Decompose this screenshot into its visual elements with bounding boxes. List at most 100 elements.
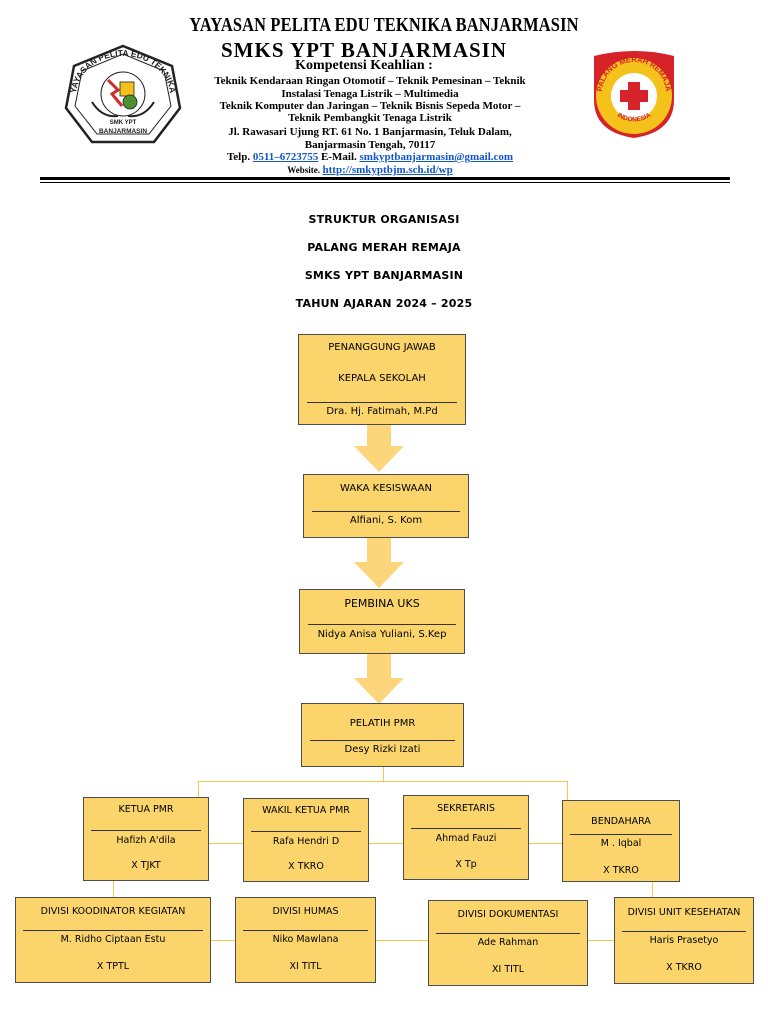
box-penanggung-jawab: PENANGGUNG JAWAB KEPALA SEKOLAH Dra. Hj.… — [298, 334, 466, 425]
waka-name: Alfiani, S. Kom — [349, 515, 423, 526]
sekretaris-name: Ahmad Fauzi — [435, 833, 497, 844]
arrow-down-1 — [354, 424, 404, 472]
penanggung-jawab-sublabel: KEPALA SEKOLAH — [338, 373, 426, 384]
penanggung-jawab-label: PENANGGUNG JAWAB — [328, 342, 436, 353]
competency-line-4: Teknik Pembangkit Tenaga Listrik — [288, 112, 452, 124]
sekretaris-rule — [411, 828, 521, 829]
div-kegiatan-name: M. Ridho Ciptaan Estu — [60, 934, 166, 945]
arrow-down-2 — [354, 538, 404, 588]
box-divisi-humas: DIVISI HUMAS Niko Mawlana XI TITL — [235, 897, 376, 983]
telp-link[interactable]: 0511–6723755 — [252, 151, 319, 163]
arrow-down-3 — [354, 654, 404, 704]
box-waka-kesiswaan: WAKA KESISWAAN Alfiani, S. Kom — [303, 474, 469, 538]
div-kegiatan-label: DIVISI KOODINATOR KEGIATAN — [40, 906, 186, 917]
penanggung-jawab-name: Dra. Hj. Fatimah, M.Pd — [326, 406, 438, 417]
box-ketua-pmr: KETUA PMR Hafizh A'dila X TJKT — [83, 797, 209, 881]
competency-line-3: Teknik Komputer dan Jaringan – Teknik Bi… — [219, 100, 521, 112]
div-humas-class: XI TITL — [289, 961, 322, 972]
foundation-name: YAYASAN PELITA EDU TEKNIKA BANJARMASIN — [189, 14, 579, 36]
bendahara-label: BENDAHARA — [591, 816, 651, 827]
connector-ketua-wakil — [208, 843, 244, 844]
connector-ketua-up — [198, 781, 199, 798]
div-kesehatan-name: Haris Prasetyo — [649, 935, 719, 946]
wakil-label: WAKIL KETUA PMR — [262, 805, 350, 816]
school-name: SMKS YPT BANJARMASIN — [220, 38, 508, 62]
div-kesehatan-label: DIVISI UNIT KESEHATAN — [627, 907, 741, 918]
competency-label: Kompetensi Keahlian : — [295, 58, 433, 73]
website-line: Website. http://smkyptbjm.sch.id/wp — [190, 164, 550, 177]
waka-label: WAKA KESISWAAN — [340, 483, 432, 494]
div-dokumentasi-rule — [436, 933, 580, 934]
website-link[interactable]: http://smkyptbjm.sch.id/wp — [322, 164, 453, 176]
div-dokumentasi-label: DIVISI DOKUMENTASI — [457, 909, 559, 920]
pelatih-rule — [310, 740, 455, 741]
box-bendahara: BENDAHARA M . Iqbal X TKRO — [562, 800, 680, 882]
div-kesehatan-rule — [622, 931, 746, 932]
ketua-name: Hafizh A'dila — [116, 835, 176, 846]
div-kesehatan-class: X TKRO — [666, 962, 702, 973]
penanggung-jawab-rule — [307, 402, 457, 403]
sekretaris-label: SEKRETARIS — [437, 803, 495, 814]
pelatih-name: Desy Rizki Izati — [344, 744, 421, 755]
box-wakil-ketua-pmr: WAKIL KETUA PMR Rafa Hendri D X TKRO — [243, 798, 369, 882]
address-line-1: Jl. Rawasari Ujung RT. 61 No. 1 Banjarma… — [228, 126, 512, 138]
left-logo-inner-2: BANJARMASIN — [99, 128, 147, 135]
div-dokumentasi-class: XI TITL — [491, 964, 525, 975]
telp-sep: . — [247, 151, 251, 163]
connector-sekretaris-bendahara — [528, 843, 563, 844]
title-line-3: SMKS YPT BANJARMASIN — [304, 269, 464, 282]
wakil-rule — [251, 831, 361, 832]
box-sekretaris: SEKRETARIS Ahmad Fauzi X Tp — [403, 795, 529, 880]
competency-line-1: Teknik Kendaraan Ringan Otomotif – Tekni… — [214, 75, 526, 87]
box-divisi-koordinator-kegiatan: DIVISI KOODINATOR KEGIATAN M. Ridho Cipt… — [15, 897, 211, 983]
box-pelatih-pmr: PELATIH PMR Desy Rizki Izati — [301, 703, 464, 767]
waka-rule — [312, 511, 460, 512]
bendahara-rule — [570, 834, 672, 835]
ketua-rule — [91, 830, 201, 831]
div-humas-label: DIVISI HUMAS — [272, 906, 339, 917]
wakil-class: X TKRO — [288, 861, 324, 872]
div-humas-rule — [243, 930, 368, 931]
title-line-1: STRUKTUR ORGANISASI — [308, 213, 460, 226]
email-link[interactable]: smkyptbanjarmasin@gmail.com — [359, 151, 514, 163]
box-divisi-dokumentasi: DIVISI DOKUMENTASI Ade Rahman XI TITL — [428, 900, 588, 986]
telp-label: Telp — [226, 151, 248, 163]
header-rule-thick — [40, 177, 730, 180]
connector-pelatih-down — [383, 766, 384, 782]
pembina-name: Nidya Anisa Yuliani, S.Kep — [317, 629, 447, 640]
contact-line: Telp. 0511–6723755 E-Mail. smkyptbanjarm… — [190, 151, 550, 164]
yayasan-logo: YAYASAN PELITA EDU TEKNIKA SMK YPT BANJA… — [64, 44, 182, 144]
address-line-2: Banjarmasin Tengah, 70117 — [304, 139, 436, 151]
svg-text:INDONESIA: INDONESIA — [616, 112, 652, 124]
website-label: Website. — [287, 165, 321, 175]
connector-ketua-divisi — [113, 880, 114, 898]
wakil-name: Rafa Hendri D — [272, 836, 340, 847]
div-kegiatan-rule — [23, 930, 203, 931]
connector-humas-dokumentasi — [375, 940, 429, 941]
pembina-label: PEMBINA UKS — [344, 597, 420, 610]
connector-bendahara-up — [567, 781, 568, 800]
connector-dokumentasi-kesehatan — [588, 940, 615, 941]
connector-bendahara-divisi — [652, 881, 653, 898]
pmr-ring-bottom: INDONESIA — [616, 112, 652, 124]
email-label: E-Mail. — [321, 151, 357, 163]
header-rule-thin — [40, 182, 730, 183]
sekretaris-class: X Tp — [455, 859, 477, 870]
pelatih-label: PELATIH PMR — [349, 718, 416, 729]
div-kegiatan-class: X TPTL — [96, 961, 130, 972]
competency-line-2: Instalasi Tenaga Listrik – Multimedia — [281, 88, 459, 100]
pembina-rule — [308, 624, 456, 625]
box-pembina-uks: PEMBINA UKS Nidya Anisa Yuliani, S.Kep — [299, 589, 465, 654]
title-line-2: PALANG MERAH REMAJA — [307, 241, 461, 254]
pmr-logo: PALANG MERAH REMAJA INDONESIA — [594, 51, 674, 138]
bendahara-name: M . Iqbal — [600, 838, 642, 849]
connector-wakil-sekretaris — [368, 843, 404, 844]
connector-bus — [198, 781, 568, 782]
div-dokumentasi-name: Ade Rahman — [477, 937, 539, 948]
bendahara-class: X TKRO — [603, 865, 639, 876]
connector-kegiatan-humas — [210, 940, 236, 941]
ketua-class: X TJKT — [131, 860, 161, 871]
ketua-label: KETUA PMR — [118, 804, 174, 815]
div-humas-name: Niko Mawlana — [272, 934, 339, 945]
left-logo-inner-1: SMK YPT — [110, 120, 137, 126]
